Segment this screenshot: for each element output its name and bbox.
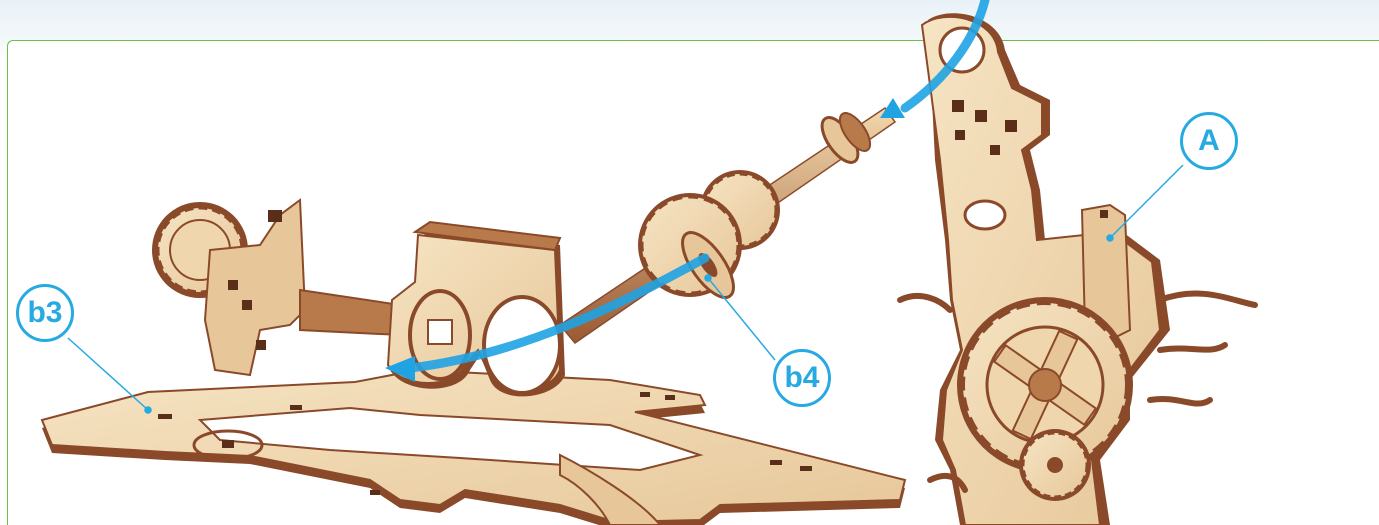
base-frame-part [42,370,905,525]
callout-b3: b3 [16,284,74,342]
right-tower-part [900,13,1255,525]
left-tower-part [152,200,400,375]
callout-b4: b4 [773,349,831,407]
callout-a: A [1180,112,1238,170]
